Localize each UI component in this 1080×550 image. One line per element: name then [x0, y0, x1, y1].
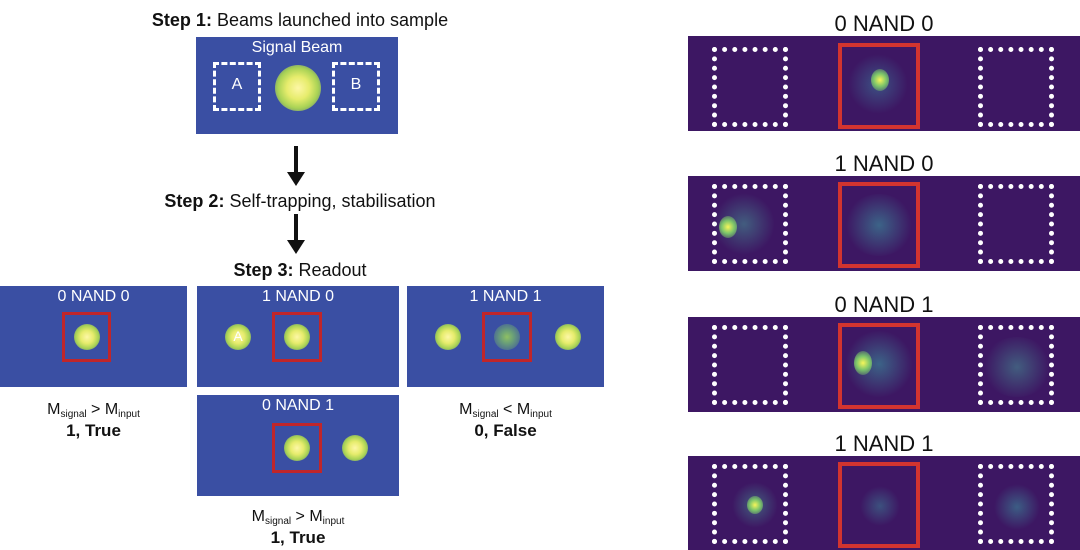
verdict-text: 1, True: [66, 421, 121, 440]
step1-text: Beams launched into sample: [211, 10, 449, 30]
input-beam-glow: [982, 337, 1052, 397]
input-box-b: [978, 47, 1054, 127]
input-box-a: [712, 464, 788, 544]
comparison-operator: > M: [86, 401, 119, 418]
signal-beam-spot-weak: [494, 324, 520, 350]
signal-beam-panel: Signal Beam A B: [196, 37, 398, 134]
input-box-a: [712, 47, 788, 127]
readout-panel-0-nand-1: 0 NAND 1: [197, 395, 399, 496]
input-beam-glow: [994, 484, 1040, 530]
input-subscript: input: [118, 409, 140, 420]
signal-subscript: signal: [60, 409, 87, 420]
readout-title-1-nand-0: 1 NAND 0: [261, 288, 335, 305]
signal-beam-spot: [74, 324, 100, 350]
signal-subscript: signal: [264, 516, 292, 527]
experiment-panel-1-nand-0: [688, 176, 1080, 271]
step3-label: Step 3:: [233, 260, 294, 280]
experiment-title-1-nand-1: 1 NAND 1: [834, 431, 934, 456]
signal-speckle-glow: [844, 194, 914, 256]
signal-subscript: signal: [472, 409, 499, 420]
m-symbol: M: [251, 508, 265, 525]
input-box-a-label: A: [231, 76, 243, 93]
caption-0-nand-0: Msignal > Minput 1, True: [0, 401, 187, 441]
caption-1-nand-1: Msignal < Minput 0, False: [407, 401, 604, 441]
signal-readout-box: [838, 462, 920, 548]
experiment-panel-0-nand-1: [688, 317, 1080, 412]
input-subscript: input: [530, 409, 552, 420]
step2-heading: Step 2: Self-trapping, stabilisation: [110, 191, 490, 212]
step1-heading: Step 1: Beams launched into sample: [110, 10, 490, 31]
step3-heading: Step 3: Readout: [160, 260, 440, 281]
input-box-a: [213, 62, 261, 111]
signal-readout-box: [838, 182, 920, 268]
input-beam-a-spot: [435, 324, 461, 350]
input-beam-a-spot: [225, 324, 251, 350]
experiment-title-0-nand-0: 0 NAND 0: [834, 11, 934, 36]
signal-readout-box: [272, 423, 322, 473]
comparison-operator: < M: [498, 401, 531, 418]
input-hotspot: [719, 216, 737, 238]
signal-readout-box: [482, 312, 532, 362]
caption-0-nand-1: Msignal > Minput 1, True: [197, 508, 399, 548]
arrow-2-head: [287, 240, 305, 254]
readout-panel-0-nand-0: 0 NAND 0: [0, 286, 187, 387]
signal-beam-spot: [284, 324, 310, 350]
readout-panel-1-nand-0: 1 NAND 0 A: [197, 286, 399, 387]
input-box-b-label: B: [350, 76, 362, 93]
experiment-title-1-nand-0: 1 NAND 0: [834, 151, 934, 176]
m-symbol: M: [459, 401, 473, 418]
step2-label: Step 2:: [164, 191, 225, 211]
verdict-text: 0, False: [474, 421, 537, 440]
arrow-1-head: [287, 172, 305, 186]
signal-readout-box: [838, 43, 920, 129]
step2-text: Self-trapping, stabilisation: [224, 191, 436, 211]
readout-panel-1-nand-1: 1 NAND 1: [407, 286, 604, 387]
readout-title-0-nand-1: 0 NAND 1: [261, 397, 335, 414]
signal-speckle-glow-weak: [860, 486, 900, 526]
signal-beam-title: Signal Beam: [251, 39, 343, 56]
input-beam-a-label: A: [233, 328, 243, 344]
signal-hotspot: [854, 351, 872, 375]
step3-text: Readout: [293, 260, 367, 280]
input-beam-b-spot: [555, 324, 581, 350]
input-box-a: [712, 325, 788, 405]
readout-title-1-nand-1: 1 NAND 1: [469, 288, 542, 305]
experiment-panel-0-nand-0: [688, 36, 1080, 131]
input-subscript: input: [322, 516, 345, 527]
readout-title-0-nand-0: 0 NAND 0: [57, 288, 130, 305]
input-hotspot: [747, 496, 763, 514]
input-box-b: [332, 62, 380, 111]
arrow-1-shaft: [294, 146, 298, 172]
comparison-operator: > M: [291, 508, 323, 525]
signal-readout-box: [272, 312, 322, 362]
signal-hotspot: [871, 69, 889, 91]
m-symbol: M: [47, 401, 61, 418]
step1-label: Step 1:: [151, 10, 212, 30]
experiment-panel-1-nand-1: [688, 456, 1080, 550]
signal-readout-box: [62, 312, 111, 362]
signal-beam-spot: [284, 435, 310, 461]
input-box-b: [978, 464, 1054, 544]
verdict-text: 1, True: [270, 528, 326, 547]
signal-readout-box: [838, 323, 920, 409]
arrow-2-shaft: [294, 214, 298, 240]
experiment-title-0-nand-1: 0 NAND 1: [834, 292, 934, 317]
signal-beam-spot: [275, 65, 321, 111]
input-box-b: [978, 184, 1054, 264]
input-beam-b-spot: [342, 435, 368, 461]
